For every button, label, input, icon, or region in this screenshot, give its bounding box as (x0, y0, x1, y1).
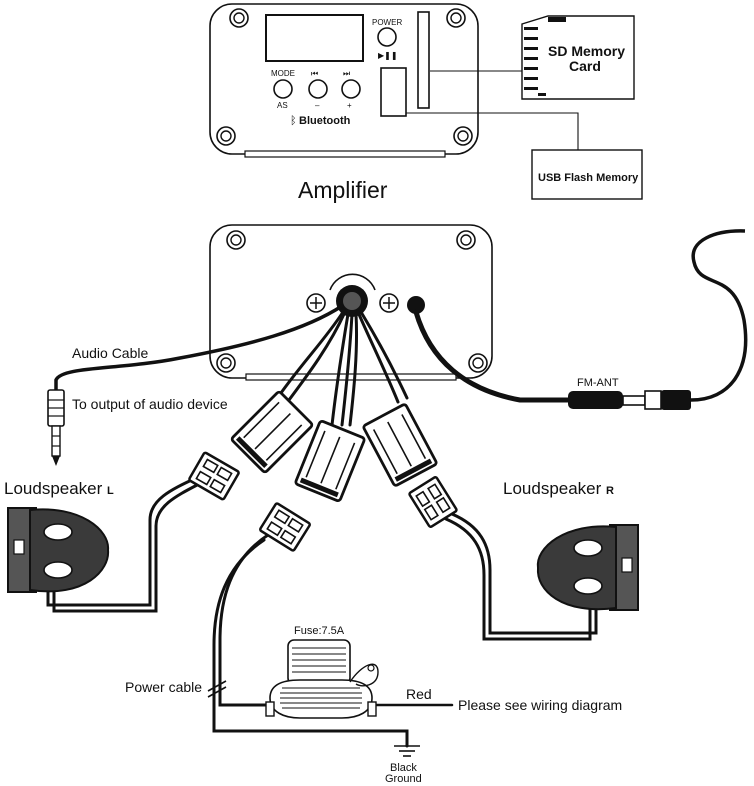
fm-ant-label: FM-ANT (577, 377, 619, 389)
red-wire-label: Red (406, 686, 432, 702)
next-icon: ⏭ (343, 69, 350, 78)
audio-output-label: To output of audio device (72, 396, 228, 412)
sd-card-slot (417, 11, 430, 109)
left-speaker-housing (229, 389, 315, 475)
usb-label: USB Flash Memory (538, 172, 639, 184)
ground-label: Ground (385, 773, 422, 785)
right-loudspeaker (536, 524, 639, 611)
mode-button[interactable] (273, 79, 293, 99)
left-loudspeaker (7, 507, 110, 593)
right-speaker-housing (361, 402, 439, 488)
sd-memory-card: SD Memory Card (521, 15, 635, 100)
wiring-note: Please see wiring diagram (458, 697, 622, 713)
bluetooth-icon: ᛒ (290, 115, 297, 127)
display-window (265, 14, 364, 62)
usb-flash-memory: USB Flash Memory (531, 149, 643, 200)
power-cable-label: Power cable (125, 679, 202, 695)
loudspeaker-left-label: Loudspeaker L (4, 479, 114, 498)
power-label: POWER (372, 18, 402, 27)
bluetooth-label: Bluetooth (299, 115, 351, 127)
antenna-socket (407, 296, 425, 314)
inline-fuse-holder (265, 639, 379, 719)
sd-card-label-line-2: Card (569, 58, 601, 74)
power-plug (258, 501, 312, 553)
amplifier-front-panel: POWER ▶❚❚ MODE ⏮ ⏭ AS – + ᛒ Bluetooth (209, 3, 479, 158)
next-button[interactable] (341, 79, 361, 99)
minus-label: – (315, 101, 320, 110)
ground-symbol (394, 745, 420, 757)
mode-label: MODE (271, 69, 295, 78)
plus-label: + (347, 101, 352, 110)
sd-card-label-line-1: SD Memory (548, 43, 625, 59)
prev-icon: ⏮ (311, 69, 318, 78)
black-label: Black (390, 762, 417, 774)
audio-cable-label: Audio Cable (72, 345, 148, 361)
left-speaker-plug (187, 450, 241, 502)
loudspeaker-right-label: Loudspeaker R (503, 479, 614, 498)
prev-button[interactable] (308, 79, 328, 99)
as-label: AS (277, 101, 288, 110)
power-button[interactable] (377, 27, 397, 47)
fuse-label: Fuse:7.5A (294, 625, 345, 637)
play-pause-icon: ▶❚❚ (378, 51, 398, 60)
audio-jack-plug (47, 389, 65, 466)
fm-antenna-connector (568, 229, 748, 410)
amplifier-rear-panel (209, 224, 493, 381)
amplifier-title: Amplifier (298, 177, 388, 203)
usb-port (380, 67, 407, 117)
